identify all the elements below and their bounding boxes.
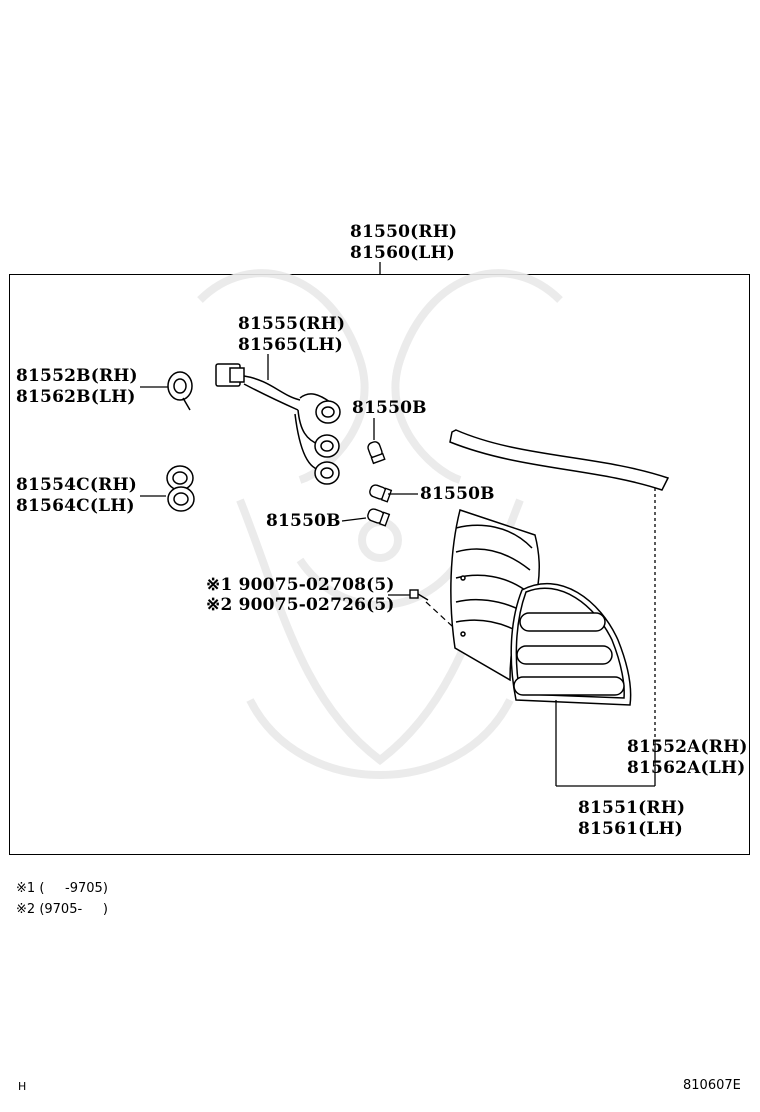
- socket-wire-label-rh[interactable]: 81555(RH): [238, 314, 346, 334]
- bulb-label-2[interactable]: 81550B: [420, 484, 495, 504]
- bulb-parts: [367, 441, 393, 527]
- gasket-c-label-rh[interactable]: 81554C(RH): [16, 475, 137, 495]
- note-2-text: (9705- ): [39, 902, 108, 917]
- lamp-lens-front: [510, 583, 632, 706]
- screw-label-2[interactable]: ※2 90075-02726(5): [206, 595, 395, 616]
- assembly-label-rh[interactable]: 81550(RH): [350, 222, 458, 242]
- gasket-b-part: [167, 371, 193, 411]
- note-marker-1: ※1: [206, 575, 233, 595]
- lens-body-label-lh[interactable]: 81561(LH): [578, 819, 684, 839]
- gasket-a-label-rh[interactable]: 81552A(RH): [627, 737, 748, 757]
- gasket-b-label-rh[interactable]: 81552B(RH): [16, 366, 138, 386]
- gasket-c-part: [166, 465, 195, 512]
- socket-wire-assembly: [215, 363, 341, 485]
- diagram-frame: [9, 274, 750, 855]
- note-1: ※1 ( -9705): [16, 881, 108, 897]
- socket-wire-label-lh[interactable]: 81565(LH): [238, 335, 344, 355]
- note-1-marker: ※1: [16, 881, 36, 896]
- screw-label-1[interactable]: ※1 90075-02708(5): [206, 575, 395, 596]
- footer-diagram-id: 810607E: [683, 1078, 741, 1093]
- gasket-a-label-lh[interactable]: 81562A(LH): [627, 758, 746, 778]
- screw-part: [409, 589, 429, 601]
- bulb-label-1[interactable]: 81550B: [352, 398, 427, 418]
- note-1-text: ( -9705): [39, 881, 108, 896]
- lens-body-label-rh[interactable]: 81551(RH): [578, 798, 686, 818]
- bulb-label-3[interactable]: 81550B: [266, 511, 341, 531]
- gasket-c-label-lh[interactable]: 81564C(LH): [16, 496, 135, 516]
- footer-code-left: H: [18, 1080, 27, 1093]
- assembly-label-lh[interactable]: 81560(LH): [350, 243, 456, 263]
- gasket-a-strip: [449, 429, 670, 491]
- note-2-marker: ※2: [16, 902, 36, 917]
- note-marker-2: ※2: [206, 595, 233, 615]
- screw-part-number-2: 90075-02726(5): [238, 595, 395, 615]
- note-2: ※2 (9705- ): [16, 902, 108, 918]
- gasket-b-label-lh[interactable]: 81562B(LH): [16, 387, 136, 407]
- screw-part-number-1: 90075-02708(5): [238, 575, 395, 595]
